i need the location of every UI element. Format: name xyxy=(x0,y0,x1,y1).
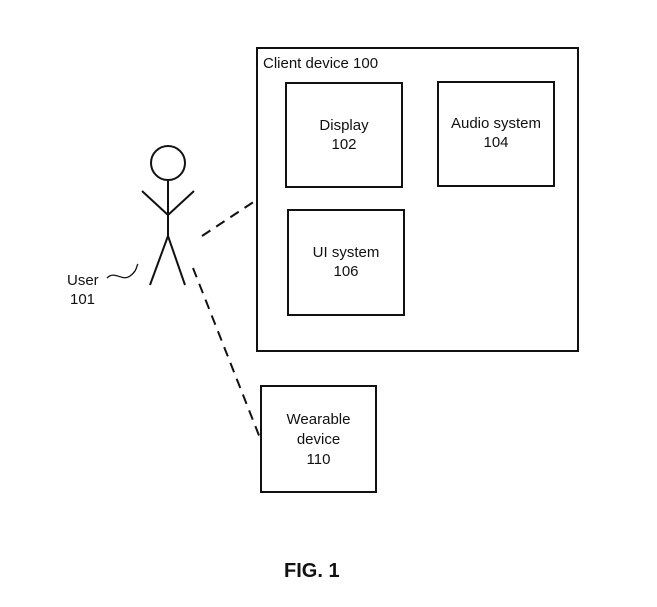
audio-system-label: Audio system 104 xyxy=(437,114,555,152)
audio-system-name: Audio system xyxy=(450,115,542,132)
user-name: User xyxy=(67,272,99,289)
user-to-client-connector xyxy=(201,198,259,237)
display-number: 102 xyxy=(331,136,357,153)
user-left-leg xyxy=(149,235,169,286)
user-number: 101 xyxy=(70,291,96,308)
user-label: User 101 xyxy=(67,271,99,309)
user-to-wearable-connector xyxy=(192,267,261,439)
client-device-box xyxy=(256,47,579,352)
client-device-label: Client device 100 xyxy=(263,55,379,72)
figure-caption: FIG. 1 xyxy=(284,560,340,582)
wearable-device-box xyxy=(260,385,377,493)
ui-system-name: UI system xyxy=(312,244,380,261)
ui-system-number: 106 xyxy=(333,263,359,280)
user-right-arm xyxy=(167,190,195,216)
display-label: Display 102 xyxy=(285,116,403,154)
wearable-device-line2: device xyxy=(296,431,341,448)
display-box xyxy=(285,82,403,188)
display-name: Display xyxy=(319,117,369,134)
user-head xyxy=(150,145,186,181)
ui-system-box xyxy=(287,209,405,316)
audio-system-number: 104 xyxy=(483,134,509,151)
user-left-arm xyxy=(141,190,169,216)
wearable-device-number: 110 xyxy=(306,451,331,468)
user-leader-line xyxy=(106,263,139,279)
user-right-leg xyxy=(167,235,186,286)
wearable-device-label: Wearable device 110 xyxy=(260,410,377,470)
wearable-device-line1: Wearable xyxy=(286,411,351,428)
audio-system-box xyxy=(437,81,555,187)
ui-system-label: UI system 106 xyxy=(287,243,405,281)
